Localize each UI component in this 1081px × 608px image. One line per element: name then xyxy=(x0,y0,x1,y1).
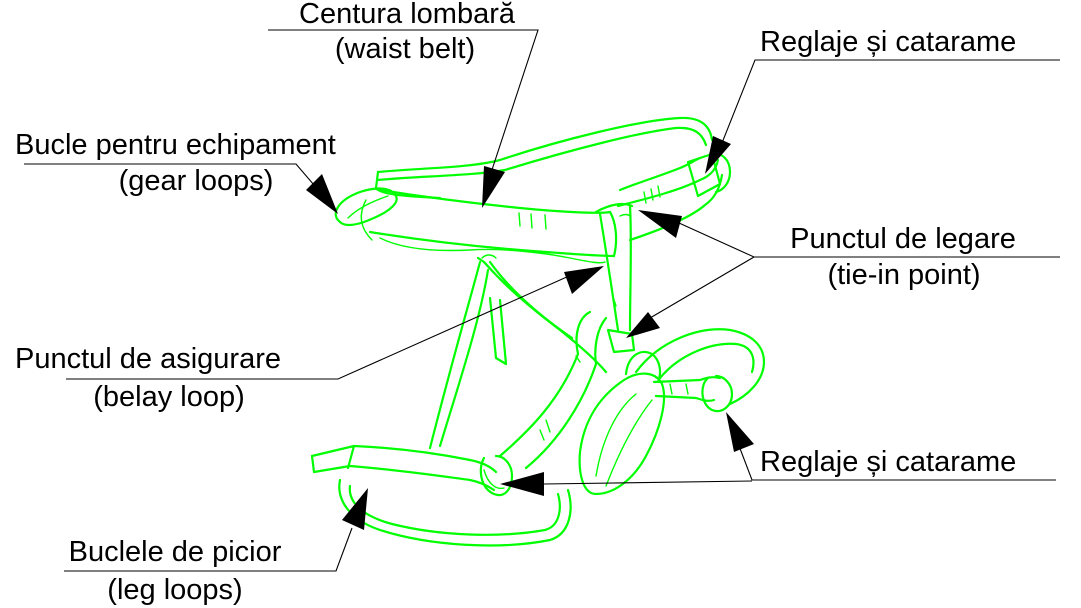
label-waist-belt-ro: Centura lombară xyxy=(299,0,515,30)
arrowhead-adjust-top xyxy=(705,136,731,174)
label-leg-loops-ro: Buclele de picior xyxy=(68,536,282,568)
belay-loop-drawing xyxy=(498,310,608,470)
waist-belt-drawing xyxy=(360,116,732,264)
label-tie-in-ro: Punctul de legare xyxy=(790,223,1016,255)
leader-lines xyxy=(24,29,1060,572)
arrowhead-tie-in-lower xyxy=(626,312,660,338)
arrowhead-adjust-bottom xyxy=(726,412,754,452)
arrowhead-leg-loops xyxy=(342,488,368,530)
arrowhead-belay-loop xyxy=(564,266,604,294)
tie-in-point-drawing xyxy=(594,202,636,354)
arrowheads xyxy=(306,136,754,530)
label-adjust-top: Reglaje și catarame xyxy=(760,26,1017,58)
arrowhead-waist-belt xyxy=(482,166,505,208)
label-gear-loops-en: (gear loops) xyxy=(118,165,274,197)
label-adjust-bottom: Reglaje și catarame xyxy=(760,446,1017,478)
label-belay-loop-en: (belay loop) xyxy=(93,381,245,413)
leg-loops-drawing xyxy=(310,328,766,547)
label-belay-loop-ro: Punctul de asigurare xyxy=(15,343,281,375)
label-leg-loops-en: (leg loops) xyxy=(107,574,243,606)
arrowhead-adjust-bottom-left xyxy=(500,472,544,496)
gear-loop-drawing xyxy=(334,187,398,227)
label-waist-belt-en: (waist belt) xyxy=(334,33,476,65)
arrowhead-tie-in-upper xyxy=(638,210,682,238)
label-gear-loops-ro: Bucle pentru echipament xyxy=(15,129,336,161)
label-tie-in-en: (tie-in point) xyxy=(827,259,981,291)
arrowhead-gear-loops xyxy=(306,174,338,214)
rear-straps-drawing xyxy=(428,254,608,450)
